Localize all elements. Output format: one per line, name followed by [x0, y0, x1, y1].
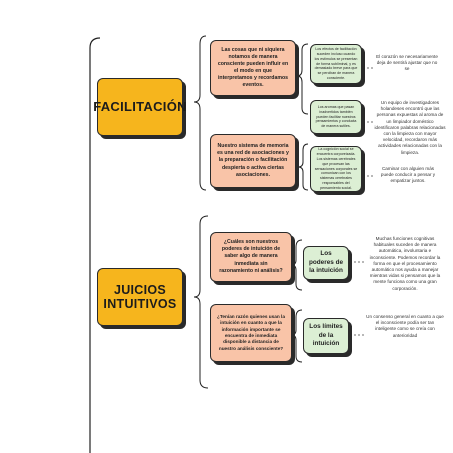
juicios-note-2: Un consenso general en cuanto a que el i…: [366, 314, 444, 338]
facilitacion-note-3: Caminar con alguien más puede conducir a…: [380, 166, 436, 184]
facilitacion-box-1-text: Las cosas que ni siquiera notamos de man…: [217, 46, 289, 89]
juicios-box-1: ¿Cuáles son nuestros poderes de intuició…: [210, 232, 292, 282]
juicios-green-2-text: Los límites de la intuición: [309, 323, 343, 348]
facilitacion-title: FACILITACIÓN: [93, 98, 187, 114]
facilitacion-note-2: Un equipo de investigadores holandeses e…: [374, 100, 446, 155]
juicios-green-2: Los límites de la intuición: [303, 318, 349, 354]
facilitacion-node: FACILITACIÓN: [93, 78, 187, 136]
facilitacion-green-3: La cognición social se encuentra corpore…: [310, 146, 362, 192]
facilitacion-note-1: El corazón se necesariamente deja de sen…: [376, 54, 438, 72]
facilitacion-green-3-text: La cognición social se encuentra corpore…: [314, 147, 358, 190]
facilitacion-box-2-text: Nuestro sistema de memoria es una red de…: [217, 143, 289, 178]
facilitacion-green-2: Los aromas que pasan inadvertidos tambié…: [310, 100, 362, 134]
facilitacion-box-1: Las cosas que ni siquiera notamos de man…: [210, 40, 296, 96]
juicios-box-1-text: ¿Cuáles son nuestros poderes de intuició…: [219, 239, 283, 274]
facilitacion-green-1-text: Los efectos de facilitación suceden incl…: [314, 47, 358, 81]
facilitacion-green-1: Los efectos de facilitación suceden incl…: [310, 44, 362, 84]
juicios-note-1: Muchas funciones cognitivas habituales s…: [369, 236, 441, 291]
juicios-title: JUICIOS INTUITIVOS: [103, 282, 177, 311]
juicios-green-1: Los poderes de la intuición: [303, 246, 349, 280]
juicios-box-2: ¿Tenían razón quienes usan la intuición …: [210, 304, 292, 362]
facilitacion-green-2-text: Los aromas que pasan inadvertidos tambié…: [315, 104, 357, 129]
juicios-green-1-text: Los poderes de la intuición: [308, 250, 344, 275]
juicios-node: JUICIOS INTUITIVOS: [97, 268, 183, 326]
facilitacion-box-2: Nuestro sistema de memoria es una red de…: [210, 134, 296, 188]
juicios-box-2-text: ¿Tenían razón quienes usan la intuición …: [217, 313, 285, 351]
